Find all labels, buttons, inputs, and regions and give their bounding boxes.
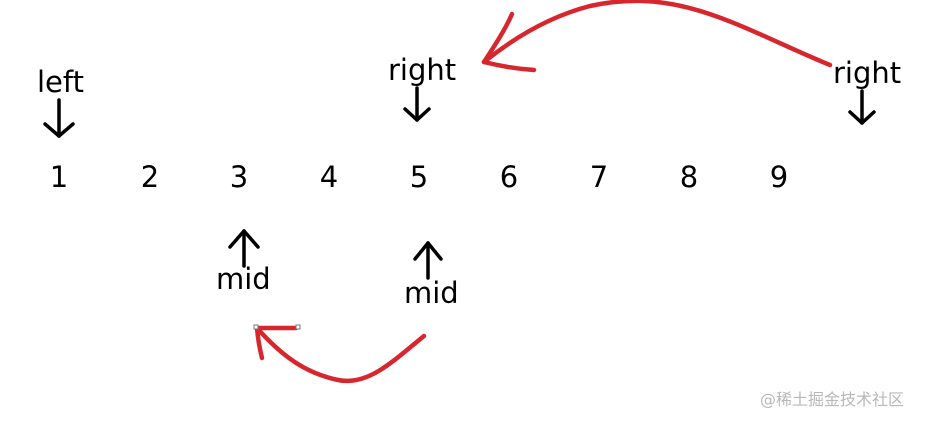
- right-old-label: right: [833, 56, 902, 90]
- number-3: 3: [229, 160, 249, 194]
- mid-old-pointer-arrow: [413, 241, 443, 280]
- number-5: 5: [409, 160, 429, 194]
- left-label: left: [37, 65, 84, 99]
- left-pointer-arrow: [43, 98, 75, 138]
- mid-old-label: mid: [404, 276, 459, 310]
- number-9: 9: [769, 160, 789, 194]
- right-old-pointer-arrow: [848, 89, 876, 125]
- number-4: 4: [319, 160, 339, 194]
- selection-handles: [253, 324, 301, 330]
- number-7: 7: [589, 160, 609, 194]
- mid-new-pointer-arrow: [228, 229, 260, 268]
- number-2: 2: [140, 160, 160, 194]
- right-new-pointer-arrow: [403, 86, 431, 122]
- mid-move-arrow: [254, 325, 427, 384]
- right-new-label: right: [388, 53, 457, 87]
- right-move-arrow: [481, 0, 833, 73]
- mid-new-label: mid: [216, 262, 271, 296]
- number-6: 6: [499, 160, 519, 194]
- watermark: @稀土掘金技术社区: [760, 390, 905, 409]
- number-1: 1: [49, 160, 69, 194]
- number-8: 8: [679, 160, 699, 194]
